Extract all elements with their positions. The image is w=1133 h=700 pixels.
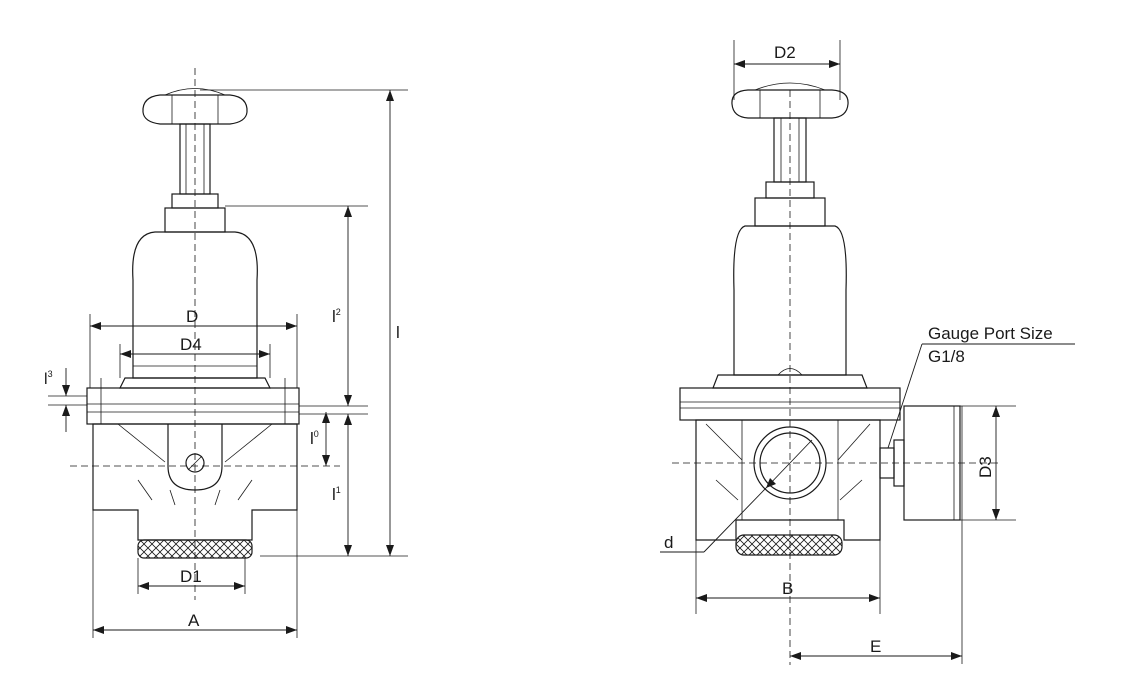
left-lug-hole [185,453,205,473]
gauge-body [903,405,961,521]
left-mounting-lug [167,424,223,491]
right-port-inner [759,432,821,494]
label-l2: l2 [332,307,341,326]
label-A: A [188,611,200,630]
right-view: D2 B E D3 d Gauge Port Size G1/8 [660,40,1075,665]
right-valve-body [695,419,881,541]
left-knob [142,94,248,125]
gauge-port-value: G1/8 [928,347,965,366]
left-view: D D4 D1 A l l2 [44,68,408,638]
label-l3: l3 [44,369,53,388]
left-flange [86,387,300,425]
left-valve-body [92,423,298,541]
right-knob [731,89,849,119]
label-l0: l0 [310,429,319,448]
left-knob-dome [164,88,226,96]
right-knob-dome [754,82,826,91]
label-l1: l1 [332,485,341,504]
right-drain-knurl [735,534,843,556]
gauge-port-title: Gauge Port Size [928,324,1053,343]
label-D: D [186,307,198,326]
label-d: d [664,533,673,552]
right-port-outer [753,426,827,500]
label-B: B [782,579,793,598]
label-D3: D3 [976,456,995,478]
label-D4: D4 [180,335,202,354]
label-l: l [396,323,400,342]
left-drain-knurl [137,539,253,559]
label-D2: D2 [774,43,796,62]
label-E: E [870,637,881,656]
label-D1: D1 [180,567,202,586]
